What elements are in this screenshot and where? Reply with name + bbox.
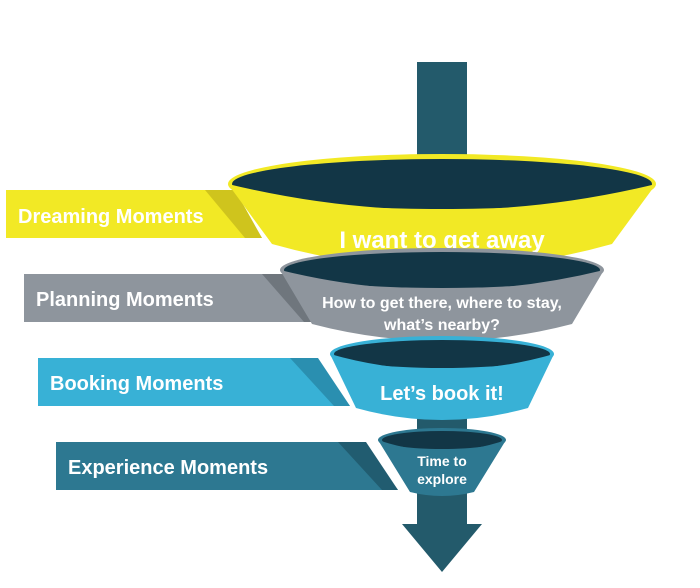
stage-label-planning: Planning Moments bbox=[36, 289, 214, 311]
label-banner-planning bbox=[24, 274, 322, 322]
label-banner-booking bbox=[38, 358, 350, 406]
funnel-band-dreaming bbox=[228, 184, 656, 268]
funnel-text-booking: Let’s book it! bbox=[380, 383, 504, 405]
funnel-band-planning bbox=[280, 270, 604, 341]
stage-label-dreaming: Dreaming Moments bbox=[18, 206, 204, 228]
stage-planning: Planning Moments How to get there, where… bbox=[24, 248, 604, 341]
label-banner-dreaming bbox=[6, 190, 262, 238]
funnel-ring-inner-experience bbox=[382, 431, 502, 449]
funnel-text-experience-2: explore bbox=[417, 471, 467, 487]
funnel-text-planning-2: what’s nearby? bbox=[383, 317, 500, 334]
label-banner-fold-booking bbox=[290, 358, 350, 406]
funnel-band-experience bbox=[378, 440, 506, 496]
funnel-text-planning-1: How to get there, where to stay, bbox=[322, 295, 562, 312]
funnel-ring-inner-dreaming bbox=[232, 159, 652, 209]
label-banner-fold-experience bbox=[338, 442, 398, 490]
stage-booking: Booking Moments Let’s book it! bbox=[38, 336, 554, 420]
funnel-ring-inner-planning bbox=[284, 252, 600, 288]
arrow-head-icon bbox=[402, 524, 482, 572]
funnel-band-booking bbox=[330, 354, 554, 420]
funnel-ring-inner-booking bbox=[334, 340, 550, 368]
label-banner-fold-dreaming bbox=[205, 190, 262, 238]
funnel-text-experience-1: Time to bbox=[417, 453, 467, 469]
stage-experience: Experience Moments Time to explore bbox=[56, 428, 506, 496]
stage-label-experience: Experience Moments bbox=[68, 457, 268, 479]
stage-label-booking: Booking Moments bbox=[50, 373, 223, 395]
label-banner-experience bbox=[56, 442, 398, 490]
stage-dreaming: Dreaming Moments I want to get away bbox=[6, 154, 656, 268]
